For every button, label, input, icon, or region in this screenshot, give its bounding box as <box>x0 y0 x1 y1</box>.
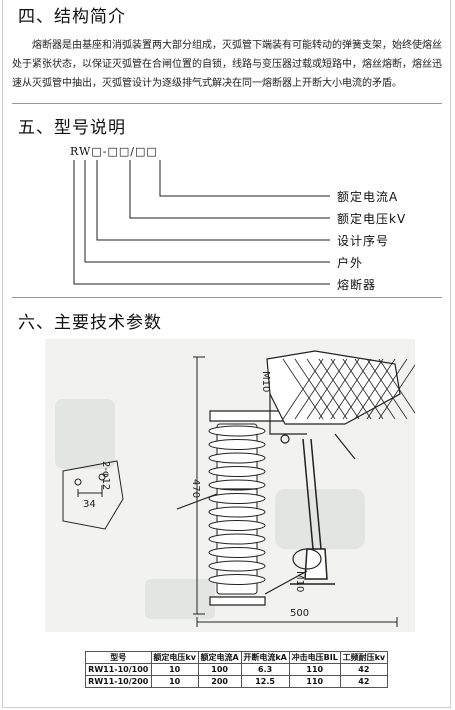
hatch-line <box>318 358 360 420</box>
table-cell: 200 <box>197 675 242 688</box>
dim-hole-diameter: 2-φ12 <box>100 461 111 491</box>
insulator-shed <box>208 574 266 585</box>
insulator-shed <box>208 493 266 504</box>
insulator-sheds <box>208 425 266 585</box>
label-rated-current: 额定电流A <box>337 190 399 204</box>
divider <box>12 103 442 104</box>
mounting-bracket <box>176 410 301 606</box>
section-title-structure: 四、结构简介 <box>18 7 126 27</box>
table-cell: 42 <box>339 663 389 676</box>
insulator-shed <box>208 425 266 437</box>
label-outdoor: 户外 <box>337 256 364 270</box>
label-rated-voltage: 额定电压kV <box>337 212 407 226</box>
leader-rated-voltage <box>129 160 330 219</box>
table-cell: 6.3 <box>240 663 290 676</box>
leader-fuse <box>73 160 330 285</box>
label-fuse: 熔断器 <box>337 278 377 292</box>
insulator-shed <box>208 547 266 558</box>
leader-design-serial <box>96 160 330 241</box>
table-cell: 12.5 <box>240 675 290 688</box>
table-cell: RW11-10/200 <box>85 675 152 688</box>
table-header-cell: 工频耐压kv <box>339 651 389 664</box>
table-header-cell: 额定电流A <box>197 651 242 664</box>
leader-outdoor <box>84 160 330 263</box>
table-cell: 10 <box>150 663 199 676</box>
spec-table: 型号 额定电压kv 额定电流A 开断电流kA 冲击电压BIL 工频耐压kv RW… <box>85 651 389 688</box>
table-row: RW11-10/200 10 200 12.5 110 42 <box>85 675 389 688</box>
hatch-line <box>354 358 396 420</box>
table-header-cell: 开断电流kA <box>240 651 290 664</box>
hatch-line <box>282 358 324 420</box>
hatch-line <box>306 358 348 420</box>
table-header-row: 型号 额定电压kv 额定电流A 开断电流kA 冲击电压BIL 工频耐压kv <box>85 651 389 664</box>
insulator-shed <box>208 560 266 572</box>
table-row: RW11-10/100 10 100 6.3 110 42 <box>85 663 389 676</box>
hatch-line <box>366 358 408 420</box>
table-cell: 10 <box>150 675 199 688</box>
table-header-cell: 型号 <box>85 651 152 664</box>
dim-bolt-bottom: M10 <box>294 571 305 593</box>
hatch-line <box>330 358 372 420</box>
fuse-tube <box>290 438 335 585</box>
insulator-shed <box>208 466 266 477</box>
insulator-shed <box>208 439 266 450</box>
insulator-shed <box>208 520 266 531</box>
model-diagram-lines <box>73 160 330 285</box>
table-cell: 110 <box>288 675 341 688</box>
hatch-line <box>294 358 336 420</box>
table-cell: 110 <box>288 663 341 676</box>
table-header-cell: 冲击电压BIL <box>288 651 341 664</box>
dim-bolt-top: M10 <box>260 371 271 393</box>
lower-contact <box>264 548 322 595</box>
fuse-drawing-svg <box>55 350 415 627</box>
upper-contact <box>269 394 356 460</box>
arc-chamber <box>266 350 401 425</box>
base-plate-detail <box>62 460 124 530</box>
insulator-shed <box>208 506 266 518</box>
dim-width: 500 <box>290 608 310 619</box>
divider <box>12 297 442 298</box>
insulator-shed <box>208 479 266 491</box>
insulator-shed <box>208 452 266 464</box>
dim-height: 470 <box>190 479 201 499</box>
dim-hole-spacing: 34 <box>83 499 96 510</box>
model-code: RW□-□□/□□ <box>70 145 158 158</box>
hatch-line <box>378 364 415 420</box>
table-header-cell: 额定电压kv <box>150 651 199 664</box>
table-cell: 100 <box>197 663 242 676</box>
hatch-line <box>342 358 384 420</box>
fuse-drawing: 470 500 M10 M10 34 2-φ12 <box>45 339 415 632</box>
table-cell: 42 <box>339 675 389 688</box>
label-design-serial: 设计序号 <box>337 234 390 248</box>
section-title-tech-params: 六、主要技术参数 <box>18 313 162 333</box>
structure-paragraph: 熔断器是由基座和消弧装置两大部分组成，灭弧管下端装有可能转动的弹簧支架，始终使熔… <box>12 40 442 89</box>
height-dimension <box>193 356 205 615</box>
arc-chamber-hatch <box>282 358 415 420</box>
leader-rated-current <box>159 160 330 197</box>
section-title-model: 五、型号说明 <box>18 118 126 138</box>
insulator-shed <box>208 533 266 545</box>
table-cell: RW11-10/100 <box>85 663 152 676</box>
width-dimension <box>196 617 398 627</box>
